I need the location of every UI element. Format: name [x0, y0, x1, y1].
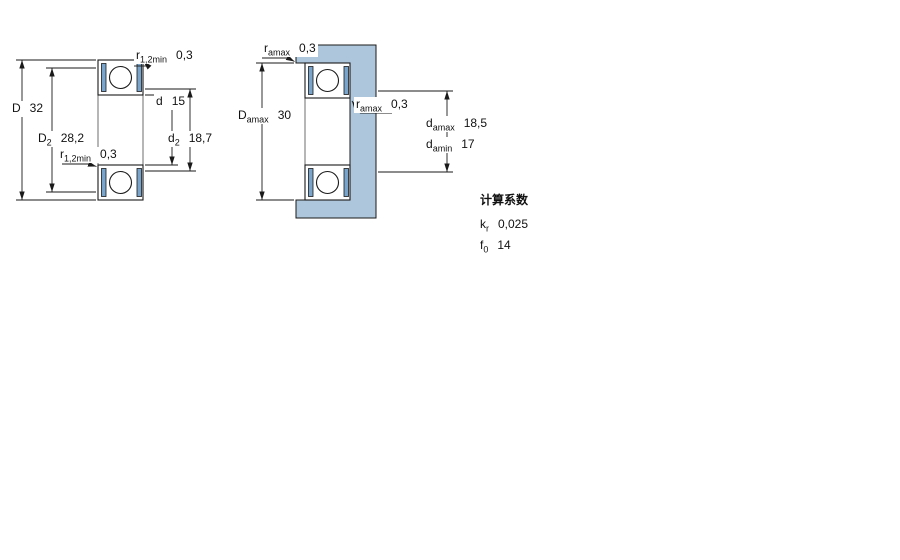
- dim-symbol: D: [238, 108, 247, 122]
- dim-sub: 1,2min: [140, 54, 168, 65]
- dim-label-d: d 15: [154, 94, 188, 111]
- dim-sub: amax: [360, 103, 383, 114]
- dim-sub: amax: [268, 47, 291, 58]
- dim-value: 32: [29, 101, 44, 115]
- seal-right-bottom: [136, 168, 142, 197]
- dim-symbol: d: [426, 137, 433, 151]
- factor-value: 14: [497, 238, 511, 252]
- dim-sub: 2: [174, 137, 180, 148]
- factor-f0: f0 14: [478, 238, 513, 255]
- dim-symbol: d: [168, 131, 175, 145]
- ball-bottom-mounted: [315, 170, 340, 195]
- dim-sub: 1,2min: [64, 153, 92, 164]
- ball-bottom: [108, 170, 133, 195]
- calculation-factors-heading: 计算系数: [478, 193, 531, 207]
- dim-sub: amin: [432, 143, 453, 154]
- dim-symbol: r: [264, 41, 268, 55]
- bearing-section-left: [97, 59, 144, 201]
- dim-value: 18,5: [463, 116, 488, 130]
- seal-left-bottom: [101, 168, 107, 197]
- dim-sub: amax: [246, 114, 269, 125]
- dim-symbol: r: [136, 48, 140, 62]
- dim-value: 28,2: [60, 131, 85, 145]
- ball-top: [108, 65, 133, 90]
- seal-left-bottom-mounted: [308, 168, 314, 197]
- dim-symbol: D: [38, 131, 47, 145]
- factor-sub: 0: [483, 244, 489, 255]
- ball-top-mounted: [315, 68, 340, 93]
- factor-sub: r: [486, 223, 489, 234]
- seal-left-top: [101, 63, 107, 92]
- dim-value: 0,3: [299, 41, 316, 55]
- dim-value: 30: [277, 108, 292, 122]
- seal-right-top-mounted: [343, 66, 349, 95]
- dim-symbol: d: [156, 94, 163, 108]
- dim-label-da-min: damin 17: [424, 137, 477, 154]
- dim-symbol: r: [60, 147, 64, 161]
- dim-value: 17: [461, 137, 475, 151]
- dim-value: 18,7: [188, 131, 213, 145]
- leader-r-bottom: [87, 161, 97, 167]
- dim-symbol: D: [12, 101, 21, 115]
- dim-label-d2: d2 18,7: [166, 131, 215, 148]
- dim-label-da-max: damax 18,5: [424, 116, 490, 133]
- seal-right-top: [136, 63, 142, 92]
- dim-label-ra-shaft: ramax 0,3: [354, 97, 410, 114]
- factor-value: 0,025: [498, 217, 529, 231]
- dim-sub: amax: [432, 122, 455, 133]
- factor-symbol: k: [480, 217, 486, 231]
- leader-ra-housing: [285, 55, 295, 62]
- dim-label-D2: D2 28,2: [36, 131, 87, 148]
- dim-value: 0,3: [391, 97, 408, 111]
- seal-right-bottom-mounted: [343, 168, 349, 197]
- dim-label-Da: Damax 30: [236, 108, 294, 125]
- dim-symbol: r: [356, 97, 360, 111]
- dim-label-r12min-top: r1,2min 0,3: [134, 48, 195, 65]
- factor-symbol: f: [480, 238, 484, 252]
- dim-sub: 2: [46, 137, 52, 148]
- dim-value: 0,3: [176, 48, 193, 62]
- dim-value: 15: [171, 94, 186, 108]
- dim-label-ra-housing: ramax 0,3: [262, 41, 318, 58]
- dim-symbol: d: [426, 116, 433, 130]
- factor-kr: kr 0,025: [478, 217, 531, 234]
- seal-left-top-mounted: [308, 66, 314, 95]
- dim-label-r12min-bottom: r1,2min 0,3: [58, 147, 119, 164]
- bearing-section-right: [304, 62, 351, 201]
- dim-value: 0,3: [100, 147, 117, 161]
- dim-label-D: D 32: [10, 101, 46, 118]
